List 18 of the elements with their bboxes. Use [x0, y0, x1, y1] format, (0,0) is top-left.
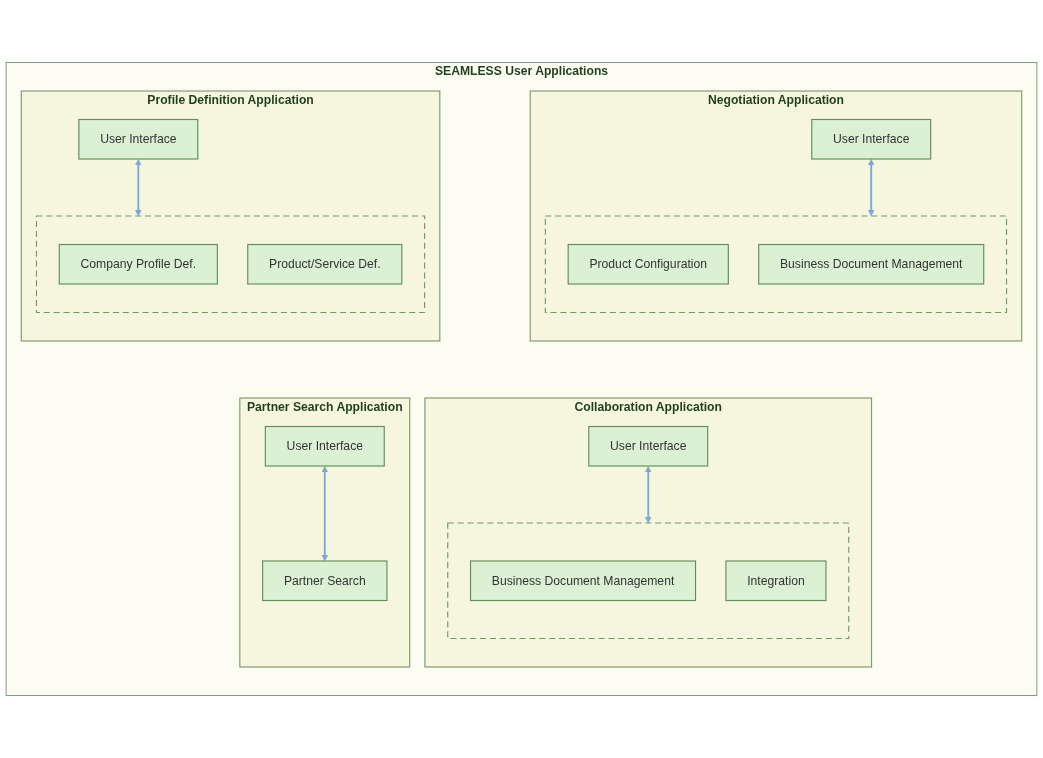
node-box: Product/Service Def. [247, 243, 403, 285]
node-box: Business Document Management [758, 243, 985, 285]
node-box: User Interface [78, 118, 199, 160]
node-box: Product Configuration [567, 243, 729, 285]
node-box: User Interface [811, 118, 932, 160]
node-box: Partner Search [262, 560, 388, 602]
arrow [321, 466, 329, 562]
arrow [867, 159, 875, 217]
node-box: Business Document Management [469, 560, 697, 602]
arrow [135, 159, 142, 217]
node-box: Integration [725, 560, 827, 602]
cluster [35, 215, 426, 314]
node-box: User Interface [264, 425, 385, 467]
cluster [544, 215, 1008, 314]
cluster [447, 522, 850, 640]
node-box: User Interface [588, 425, 709, 467]
node-box: Company Profile Def. [58, 243, 218, 285]
arrow [644, 466, 652, 524]
